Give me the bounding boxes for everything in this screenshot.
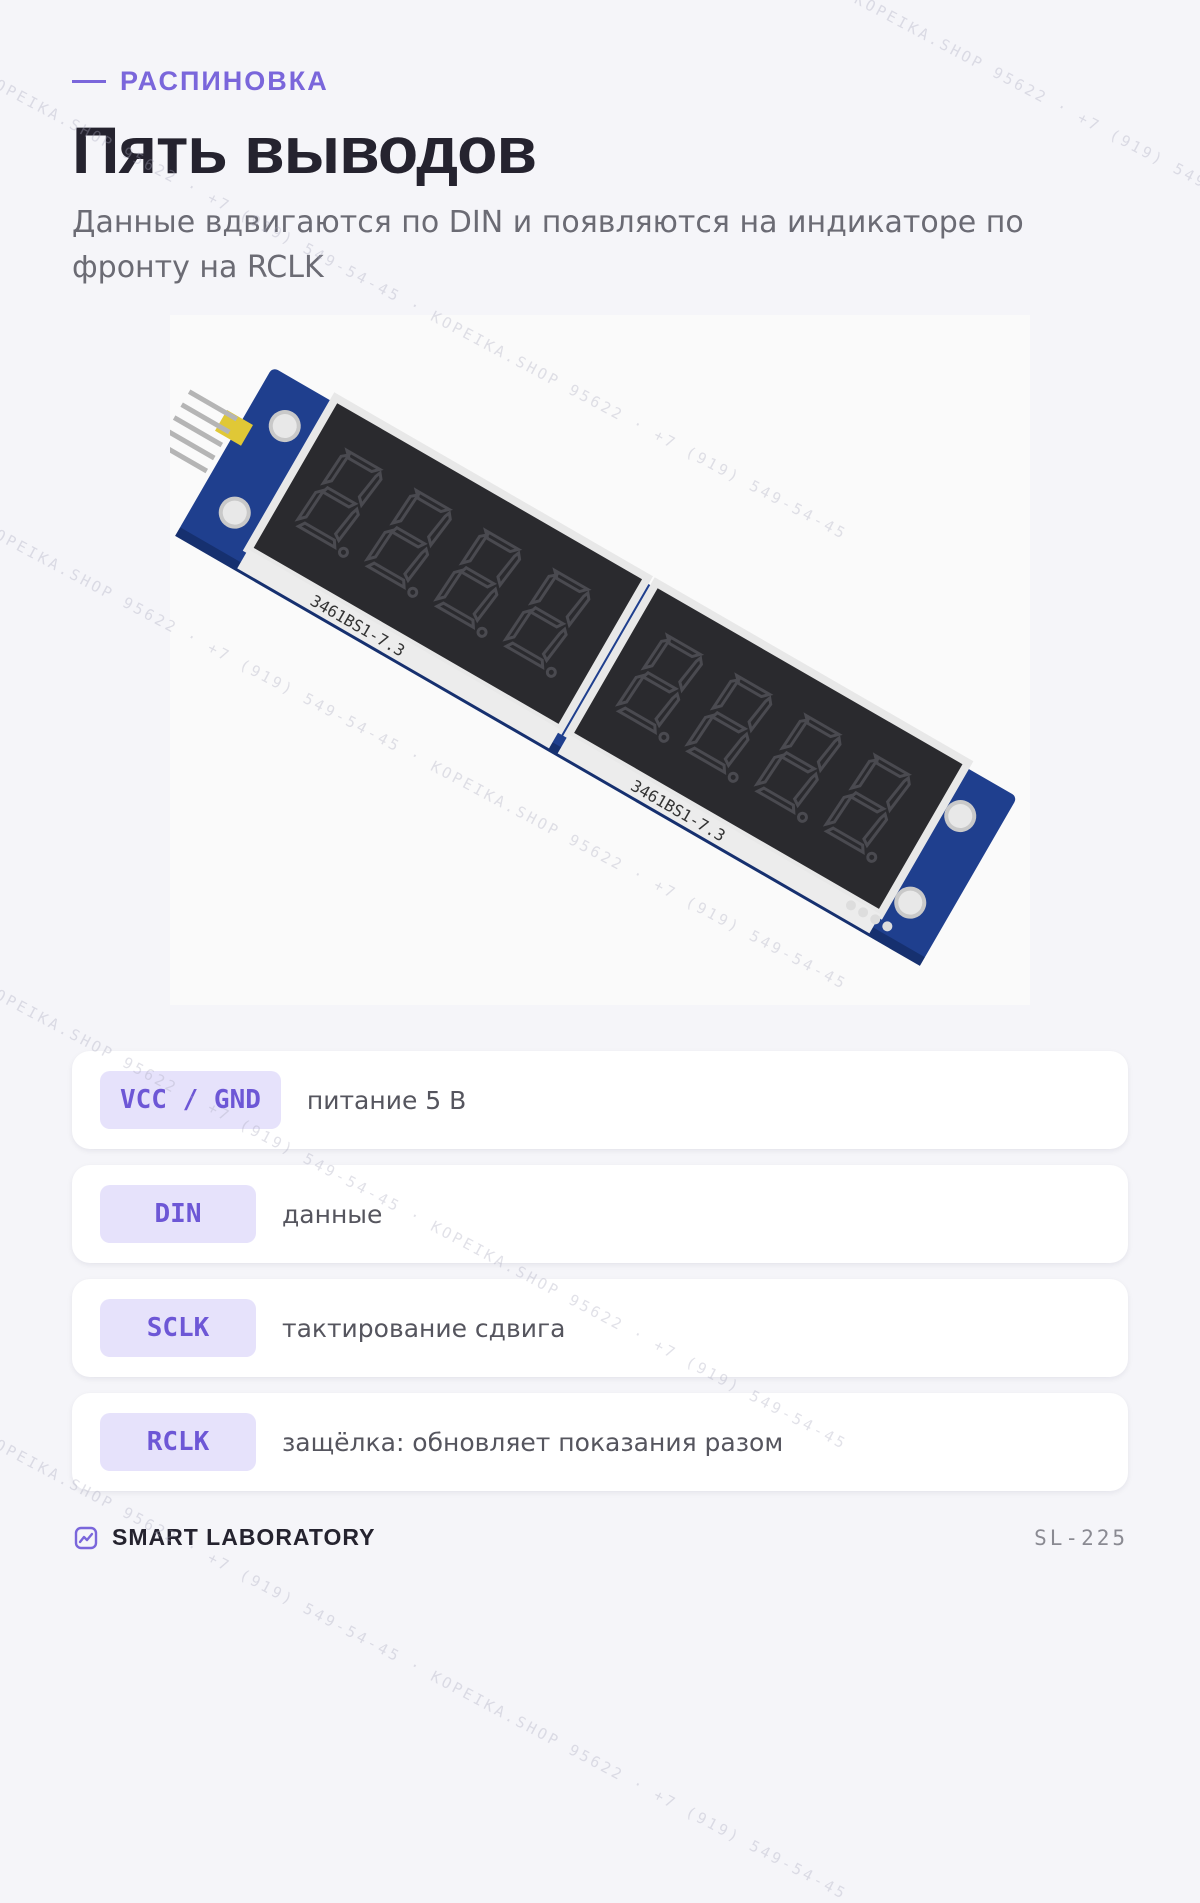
pin-description: защёлка: обновляет показания разом <box>282 1427 784 1457</box>
pin-tag: DIN <box>100 1185 256 1243</box>
page-title: Пять выводов <box>72 113 537 187</box>
eyebrow-label: РАСПИНОВКА <box>120 66 329 96</box>
pin-card-rclk: RCLK защёлка: обновляет показания разом <box>72 1393 1128 1491</box>
chart-line-icon <box>74 1526 98 1549</box>
pin-card-vcc-gnd: VCC / GND питание 5 В <box>72 1051 1128 1149</box>
pin-tag: SCLK <box>100 1299 256 1357</box>
led-module-illustration: GNDQIRCLKSCLKVCC <box>170 369 1030 1005</box>
pin-tag: VCC / GND <box>100 1071 281 1129</box>
pin-tag: RCLK <box>100 1413 256 1471</box>
pin-description: питание 5 В <box>306 1085 467 1115</box>
module-photo: GNDQIRCLKSCLKVCC <box>170 315 1030 1005</box>
page-subtitle: Данные вдвигаются по DIN и появляются на… <box>72 205 1024 285</box>
slide-code: SL-225 <box>1034 1526 1128 1550</box>
pin-card-sclk: SCLK тактирование сдвига <box>72 1279 1128 1377</box>
eyebrow-dash <box>72 80 106 83</box>
pin-description: данные <box>282 1199 383 1229</box>
pin-card-din: DIN данные <box>72 1165 1128 1263</box>
pin-list: VCC / GND питание 5 В DIN данные SCLK та… <box>72 1051 1128 1507</box>
footer-brand: SMART LABORATORY <box>74 1524 375 1551</box>
brand-name: SMART LABORATORY <box>112 1524 376 1550</box>
section-eyebrow: РАСПИНОВКА <box>72 66 329 97</box>
pin-description: тактирование сдвига <box>282 1313 566 1343</box>
